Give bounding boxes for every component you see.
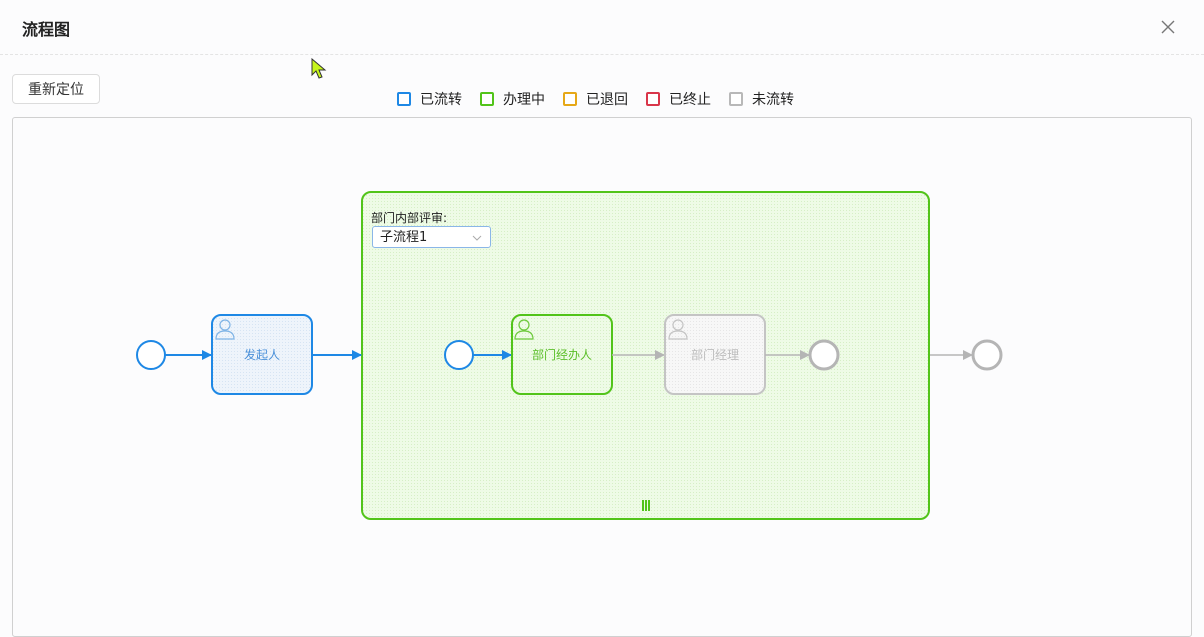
subprocess-collapse-icon[interactable]	[642, 500, 650, 511]
legend-swatch-icon	[729, 92, 743, 106]
chevron-down-icon	[472, 227, 482, 258]
legend-label: 已流转	[420, 92, 462, 108]
legend-item-returned: 已退回	[563, 89, 628, 109]
end-event[interactable]	[971, 339, 1003, 371]
task-initiator-label: 发起人	[244, 347, 280, 362]
subprocess-select-value: 子流程1	[380, 230, 428, 245]
dialog-title: 流程图	[22, 20, 71, 39]
relocate-button[interactable]: 重新定位	[12, 74, 100, 104]
task-dept-manager-label: 部门经理	[691, 347, 739, 362]
start-event[interactable]	[136, 340, 166, 370]
close-icon[interactable]	[1158, 17, 1178, 37]
legend-label: 未流转	[752, 92, 794, 108]
subprocess-start-event[interactable]	[444, 340, 474, 370]
subprocess-label: 部门内部评审:	[371, 211, 448, 225]
legend-swatch-icon	[563, 92, 577, 106]
mouse-cursor-icon	[311, 57, 329, 84]
task-dept-handler-label: 部门经办人	[532, 347, 592, 362]
legend-item-in-progress: 办理中	[480, 89, 545, 109]
legend-label: 已终止	[669, 92, 711, 108]
user-icon	[668, 319, 688, 340]
legend-item-not-passed: 未流转	[729, 89, 794, 109]
legend-swatch-icon	[397, 92, 411, 106]
legend-label: 已退回	[586, 92, 628, 108]
status-legend: 已流转 办理中 已退回 已终止 未流转	[397, 89, 812, 109]
subprocess-end-event[interactable]	[808, 339, 840, 371]
user-icon	[215, 319, 235, 340]
legend-swatch-icon	[480, 92, 494, 106]
subprocess-select[interactable]: 子流程1	[372, 226, 491, 248]
dialog-header: 流程图	[0, 0, 1204, 55]
legend-swatch-icon	[646, 92, 660, 106]
legend-label: 办理中	[503, 92, 545, 108]
legend-item-terminated: 已终止	[646, 89, 711, 109]
legend-item-passed: 已流转	[397, 89, 462, 109]
user-icon	[514, 319, 534, 340]
